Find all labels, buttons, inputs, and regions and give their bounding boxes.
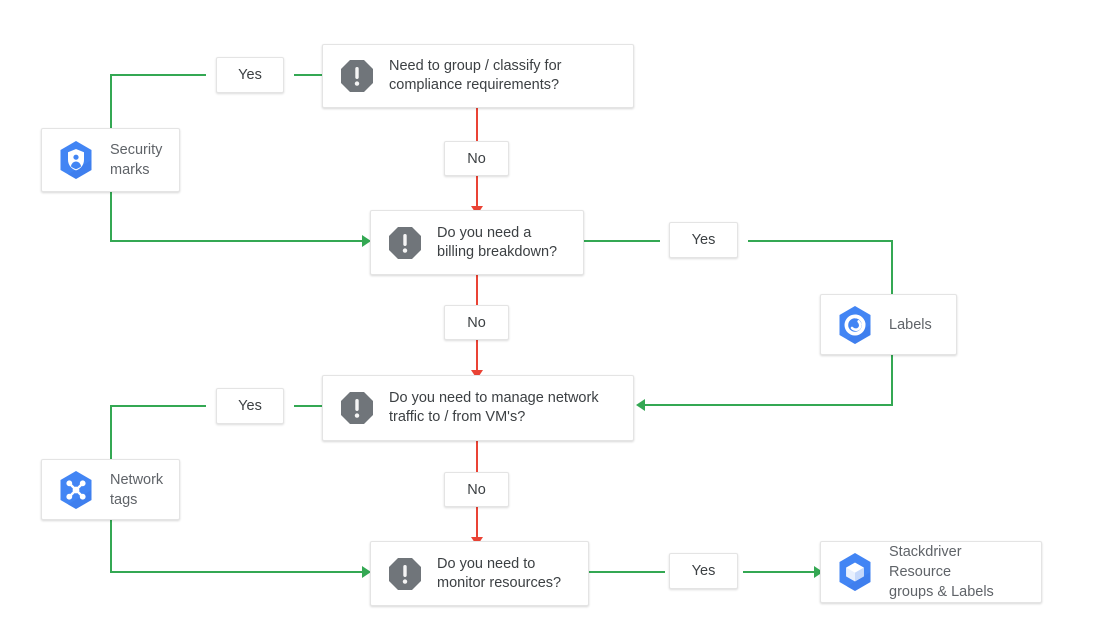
resource-card-labels[interactable]: Labels <box>820 294 957 355</box>
edge-label-yes-4: Yes <box>669 553 738 589</box>
edge-d2-no-seg2 <box>476 340 478 374</box>
edge-r1-to-d2-arrowhead <box>362 235 371 247</box>
edge-r2-to-d3-arrowhead <box>636 399 645 411</box>
labels-icon <box>833 303 877 347</box>
edge-d2-yes-seg2 <box>748 240 893 242</box>
edge-d2-no-seg1 <box>476 275 478 305</box>
edge-d2-no-arrowhead <box>471 370 483 379</box>
edge-label-no-1: No <box>444 141 509 176</box>
decision-card-billing[interactable]: Do you need a billing breakdown? <box>370 210 584 275</box>
resource-card-security-marks-label: Security marks <box>110 142 163 178</box>
edge-r1-to-d2-seg <box>110 240 363 242</box>
decision-card-compliance-label: Need to group / classify for compliance … <box>389 58 562 93</box>
resource-card-network-tags-label: Network tags <box>110 471 164 508</box>
edge-d3-no-seg2 <box>476 507 478 541</box>
edge-label-no-3: No <box>444 472 509 507</box>
decision-card-billing-label: Do you need a billing breakdown? <box>437 224 558 260</box>
edge-d1-yes-seg1 <box>294 74 322 76</box>
edge-d3-no-seg1 <box>476 441 478 472</box>
edge-d1-no-seg2 <box>476 176 478 210</box>
resource-card-network-tags[interactable]: Network tags <box>41 459 180 520</box>
decision-card-compliance[interactable]: Need to group / classify for compliance … <box>322 44 634 108</box>
resource-card-security-marks[interactable]: Security marks <box>41 128 180 192</box>
alert-octagon-icon <box>387 225 423 261</box>
edge-d4-yes-seg1 <box>589 571 665 573</box>
edge-d4-yes-arrowhead <box>814 566 823 578</box>
edge-r3-to-d4-arrowhead <box>362 566 371 578</box>
network-tags-icon <box>54 468 98 512</box>
edge-label-yes-1: Yes <box>216 57 284 93</box>
edge-d3-yes-seg2 <box>110 405 206 407</box>
edge-r2-to-d3-seg <box>645 404 893 406</box>
security-marks-icon <box>54 138 98 182</box>
edge-r3-to-d4-seg <box>110 571 363 573</box>
resource-card-stackdriver[interactable]: Stackdriver Resource groups & Labels <box>820 541 1042 603</box>
decision-card-network-traffic[interactable]: Do you need to manage network traffic to… <box>322 375 634 441</box>
edge-d3-yes-seg1 <box>294 405 322 407</box>
stackdriver-icon <box>833 550 877 594</box>
resource-card-labels-label: Labels <box>889 316 932 333</box>
decision-card-monitor-label: Do you need to monitor resources? <box>437 555 562 591</box>
edge-d4-yes-seg2 <box>743 571 818 573</box>
alert-octagon-icon <box>339 58 375 94</box>
edge-label-no-2: No <box>444 305 509 340</box>
alert-octagon-icon <box>339 390 375 426</box>
alert-octagon-icon <box>387 556 423 592</box>
edge-label-yes-2: Yes <box>669 222 738 258</box>
decision-card-monitor[interactable]: Do you need to monitor resources? <box>370 541 589 606</box>
resource-card-stackdriver-label: Stackdriver Resource groups & Labels <box>889 544 994 600</box>
edge-d2-yes-seg1 <box>584 240 660 242</box>
edge-d1-yes-seg2 <box>110 74 206 76</box>
decision-card-network-traffic-label: Do you need to manage network traffic to… <box>389 390 599 425</box>
edge-label-yes-3: Yes <box>216 388 284 424</box>
edge-d1-no-seg1 <box>476 108 478 141</box>
